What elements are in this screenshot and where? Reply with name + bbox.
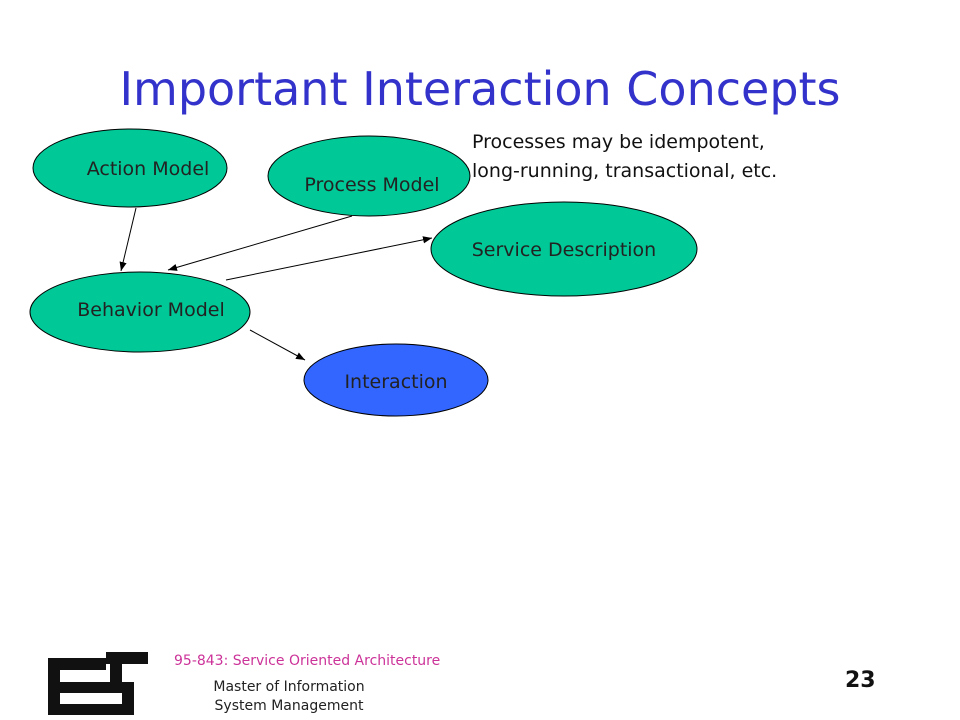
- edge-behavior-to-interaction: [249, 329, 306, 361]
- process-note-line-1: Processes may be idempotent,: [472, 131, 765, 153]
- node-service-description-label: Service Description: [472, 239, 656, 261]
- footer-program-name: Master of Information System Management: [213, 679, 365, 714]
- node-interaction-label: Interaction: [344, 371, 447, 393]
- node-behavior-model: Behavior Model: [29, 271, 251, 353]
- school-logo-icon: [48, 652, 148, 715]
- slide-page-number: 23: [845, 668, 876, 693]
- node-action-model-label: Action Model: [87, 158, 210, 180]
- edge-process-to-behavior: [167, 215, 353, 271]
- node-action-model: Action Model: [32, 128, 228, 208]
- edge-behavior-to-service-description: [225, 236, 433, 281]
- node-interaction: Interaction: [303, 343, 489, 417]
- process-note-line-2: long-running, transactional, etc.: [472, 160, 778, 182]
- node-process-model: Process Model: [267, 135, 471, 217]
- node-behavior-model-label: Behavior Model: [77, 299, 224, 321]
- footer-course-title: 95-843: Service Oriented Architecture: [174, 653, 441, 669]
- edge-action-to-behavior: [119, 207, 137, 272]
- node-process-model-label: Process Model: [304, 174, 439, 196]
- process-note: Processes may be idempotent, long-runnin…: [472, 128, 777, 186]
- slide-title: Important Interaction Concepts: [119, 62, 841, 116]
- node-service-description: Service Description: [430, 201, 698, 297]
